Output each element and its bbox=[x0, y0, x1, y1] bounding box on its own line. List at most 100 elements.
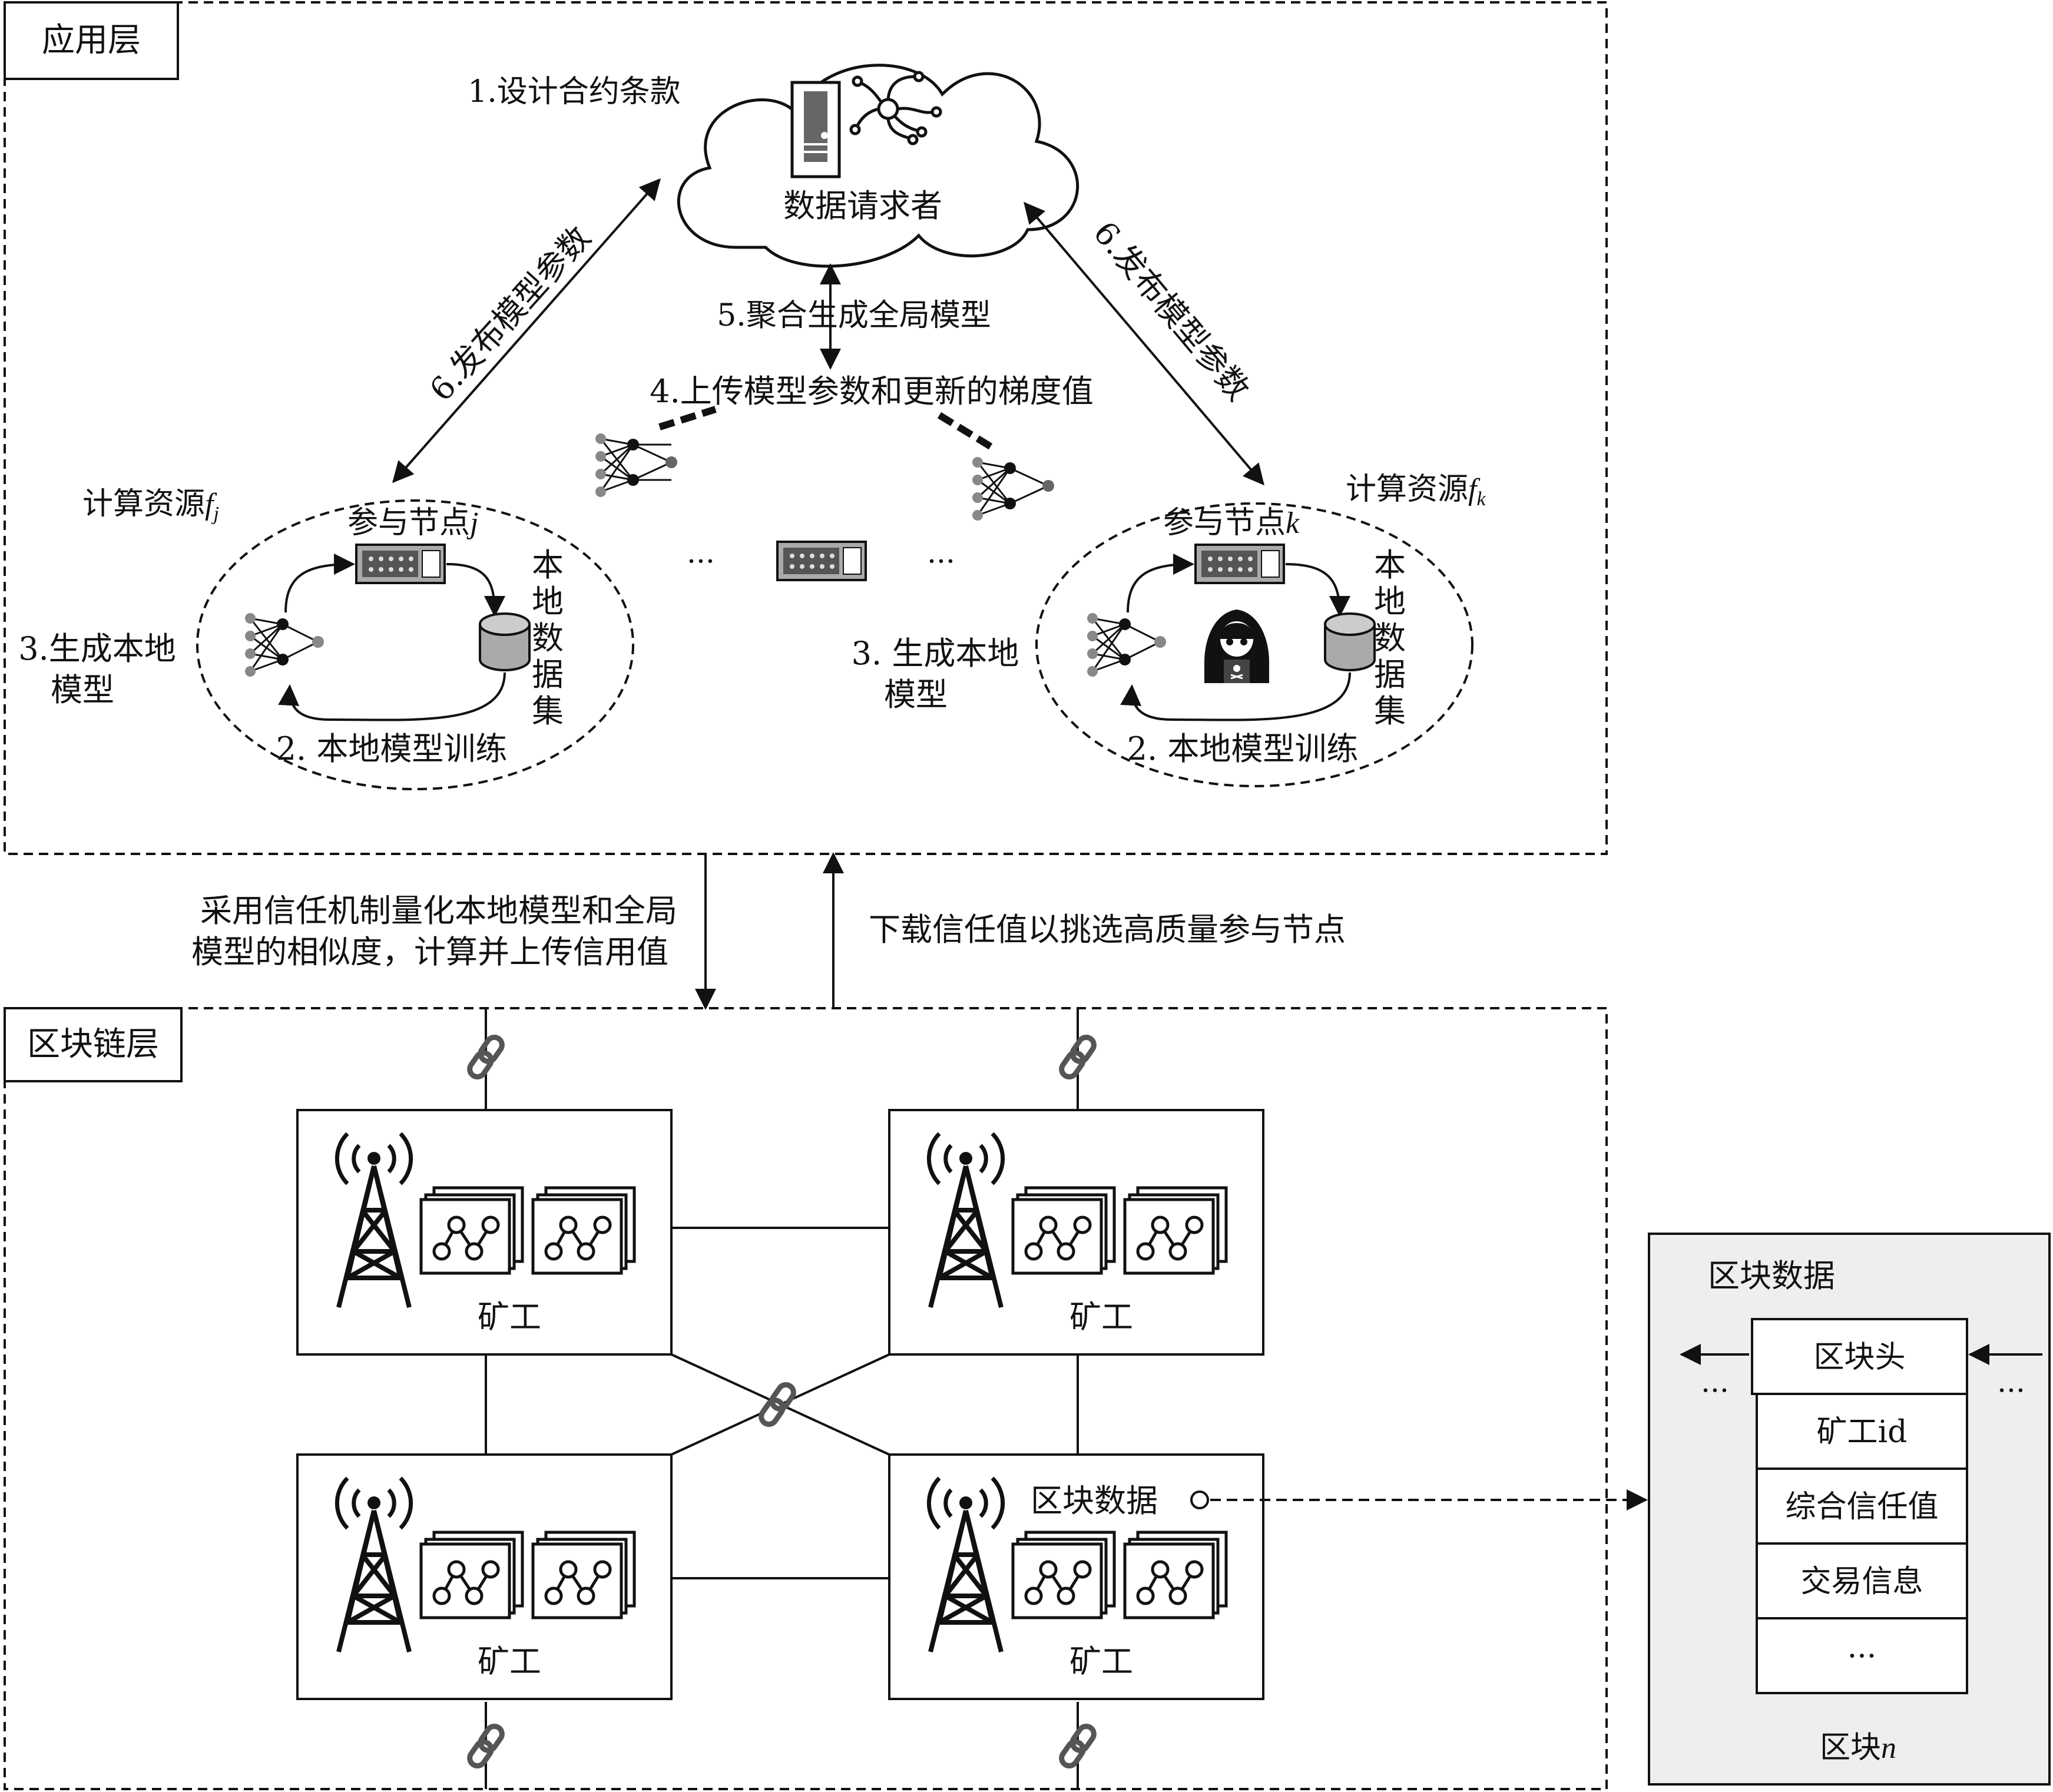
neural-hub-icon bbox=[849, 71, 942, 145]
server-icon bbox=[790, 81, 841, 178]
blockchain-layer: 区块链层 矿工矿工矿工矿工区块数据 bbox=[4, 1007, 1648, 1790]
block-panel-title: 区块数据 bbox=[1708, 1257, 1835, 1294]
ledger-card-icon bbox=[1123, 1186, 1228, 1275]
ledger-card-icon bbox=[1011, 1186, 1116, 1275]
ellipsis-right: ··· bbox=[927, 544, 955, 578]
aggregate-label: 5.聚合生成全局模型 bbox=[717, 298, 991, 333]
publish-right-label: 6.发布模型参数 bbox=[1086, 214, 1257, 408]
miner-node: 矿工 区块数据 bbox=[888, 1453, 1264, 1700]
tower-icon bbox=[335, 1132, 413, 1308]
gen-local-left-line1: 3.生成本地 bbox=[18, 630, 176, 667]
block-row: 区块头 bbox=[1751, 1318, 1968, 1395]
cloud-icon bbox=[677, 64, 1080, 268]
requester-label: 数据请求者 bbox=[783, 187, 942, 224]
miner-node: 矿工 bbox=[296, 1453, 673, 1700]
switch-icon bbox=[776, 541, 867, 581]
block-data-port bbox=[1190, 1490, 1209, 1509]
block-footer-label: 区块n bbox=[1820, 1730, 1896, 1765]
resource-right-label: 计算资源fk bbox=[1346, 472, 1486, 510]
svg-text:据: 据 bbox=[1374, 656, 1406, 693]
switch-icon bbox=[1194, 544, 1285, 584]
block-row: 综合信任值 bbox=[1756, 1468, 1968, 1545]
download-trust-label: 下载信任值以挑选高质量参与节点 bbox=[869, 911, 1346, 948]
step1-label: 1.设计合约条款 bbox=[468, 74, 681, 110]
tower-icon bbox=[335, 1476, 413, 1652]
gen-local-left-line2: 模型 bbox=[51, 671, 114, 708]
ledger-card-icon bbox=[531, 1186, 636, 1275]
svg-text:本: 本 bbox=[532, 546, 564, 584]
participant-node-j: 计算资源fj 参与节点j bbox=[18, 486, 634, 790]
database-icon bbox=[479, 612, 531, 671]
resource-left-label: 计算资源fj bbox=[82, 486, 219, 525]
gen-local-mid-line1: 3. 生成本地 bbox=[852, 635, 1019, 672]
upload-dash-left bbox=[658, 406, 717, 430]
neural-net-icon bbox=[595, 433, 677, 497]
block-left-ellipsis: ··· bbox=[1701, 1373, 1729, 1407]
block-row: 矿工id bbox=[1756, 1393, 1968, 1470]
svg-text:地: 地 bbox=[532, 583, 564, 620]
hacker-icon bbox=[1204, 610, 1269, 683]
miner-label: 矿工 bbox=[1069, 1643, 1133, 1680]
chain-link-icon bbox=[1059, 1035, 1097, 1079]
block-row-label: 矿工id bbox=[1817, 1415, 1908, 1450]
chain-link-icon bbox=[467, 1035, 505, 1079]
publish-left-label: 6.发布模型参数 bbox=[422, 219, 598, 408]
miner-label: 矿工 bbox=[1069, 1299, 1133, 1336]
block-row: ··· bbox=[1756, 1617, 1968, 1694]
block-row-label: 交易信息 bbox=[1800, 1564, 1923, 1599]
svg-text:据: 据 bbox=[532, 656, 564, 693]
train-left-label: 2. 本地模型训练 bbox=[276, 730, 508, 767]
gen-local-mid-line2: 模型 bbox=[884, 676, 948, 713]
publish-arrow-right bbox=[1024, 201, 1264, 486]
block-row-label: 综合信任值 bbox=[1785, 1489, 1938, 1525]
upload-dash-right bbox=[937, 412, 995, 451]
tower-icon bbox=[926, 1476, 1005, 1652]
chain-link-icon bbox=[467, 1724, 505, 1768]
miner-label: 矿工 bbox=[478, 1299, 541, 1336]
miner-node: 矿工 bbox=[296, 1109, 673, 1356]
svg-text:数: 数 bbox=[532, 620, 564, 657]
switch-icon bbox=[355, 544, 446, 584]
neural-net-icon bbox=[245, 613, 324, 677]
ledger-card-icon bbox=[419, 1186, 524, 1275]
block-right-ellipsis: ··· bbox=[1997, 1373, 2025, 1407]
node-left-label: 参与节点j bbox=[347, 505, 478, 541]
miner-label: 矿工 bbox=[478, 1643, 541, 1680]
local-dataset-label: 本 地 数 据 集 bbox=[532, 546, 564, 730]
svg-text:数: 数 bbox=[1374, 620, 1406, 657]
ledger-card-icon bbox=[419, 1531, 524, 1619]
ledger-card-icon bbox=[531, 1531, 636, 1619]
ledger-card-icon bbox=[1011, 1531, 1116, 1619]
neural-net-icon bbox=[1087, 613, 1166, 677]
block-row-label: 区块头 bbox=[1813, 1340, 1905, 1375]
miner-node: 矿工 bbox=[888, 1109, 1264, 1356]
application-layer: 应用层 数据请求者 1.设 bbox=[4, 1, 1608, 855]
svg-text:集: 集 bbox=[532, 693, 564, 730]
block-data-label: 区块数据 bbox=[1031, 1482, 1158, 1519]
neural-net-icon bbox=[972, 457, 1054, 521]
ledger-card-icon bbox=[1123, 1531, 1228, 1619]
layer-connections: 采用信任机制量化本地模型和全局 模型的相似度，计算并上传信用值 下载信任值以挑选… bbox=[191, 852, 1346, 1010]
publish-arrow-left bbox=[392, 178, 661, 483]
chain-link-icon bbox=[759, 1382, 796, 1427]
tower-icon bbox=[926, 1132, 1005, 1308]
chain-link-icon bbox=[1059, 1724, 1097, 1768]
database-icon bbox=[1324, 612, 1376, 671]
application-layer-title: 应用层 bbox=[42, 21, 141, 59]
block-row: 交易信息 bbox=[1756, 1542, 1968, 1619]
ellipsis-left: ··· bbox=[687, 544, 715, 578]
svg-text:本: 本 bbox=[1374, 546, 1406, 584]
node-right-label: 参与节点k bbox=[1163, 505, 1300, 541]
blockchain-layer-title: 区块链层 bbox=[27, 1025, 159, 1064]
train-right-label: 2. 本地模型训练 bbox=[1127, 730, 1359, 767]
upload-trust-line1: 采用信任机制量化本地模型和全局 bbox=[200, 892, 677, 929]
svg-text:集: 集 bbox=[1374, 693, 1406, 730]
upload-label: 4.上传模型参数和更新的梯度值 bbox=[650, 373, 1094, 410]
participant-node-k: 计算资源fk 参与节点k bbox=[1035, 472, 1486, 787]
block-row-label: ··· bbox=[1847, 1639, 1877, 1674]
local-dataset-label: 本 地 数 据 集 bbox=[1374, 546, 1406, 730]
svg-text:地: 地 bbox=[1374, 583, 1406, 620]
upload-trust-line2: 模型的相似度，计算并上传信用值 bbox=[191, 933, 668, 970]
